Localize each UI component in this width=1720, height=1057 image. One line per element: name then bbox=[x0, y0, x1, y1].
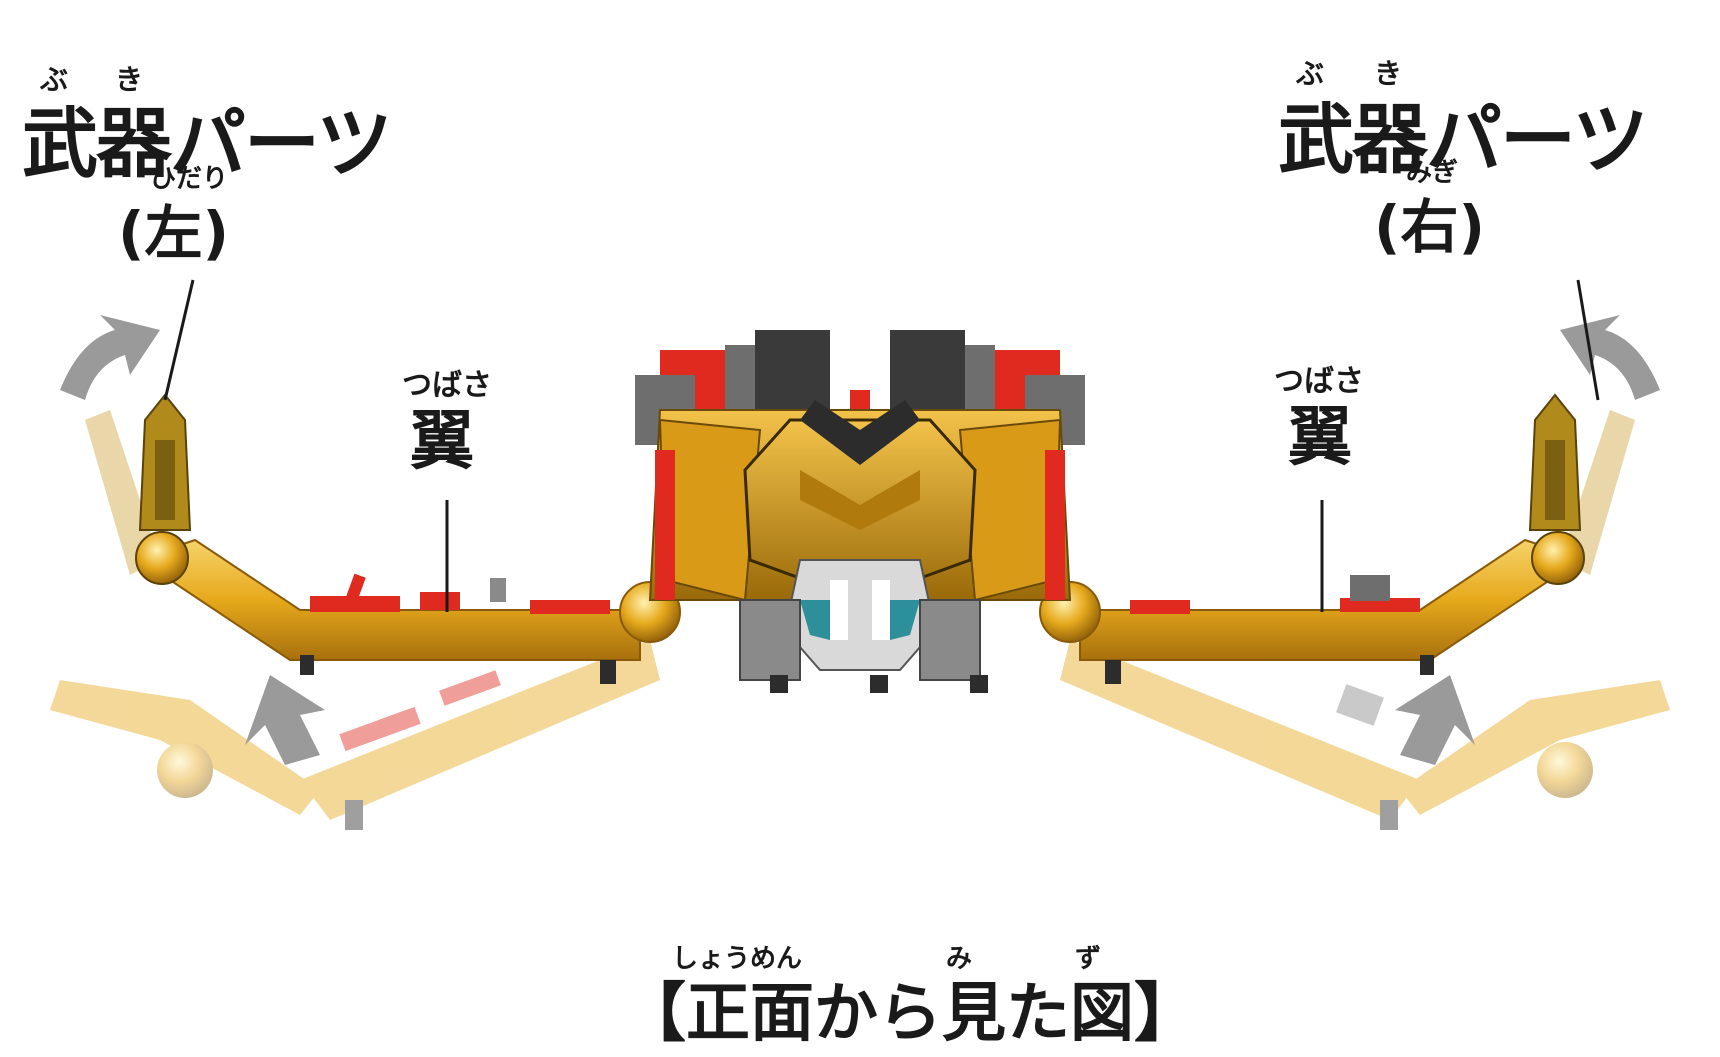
left-weapon-part bbox=[135, 393, 192, 585]
left-lower-arrow-icon bbox=[245, 675, 325, 765]
left-side-ruby: ひだり bbox=[150, 164, 229, 194]
left-wing-folded-ghost bbox=[50, 640, 660, 830]
right-lower-arrow-icon bbox=[1395, 675, 1475, 765]
right-weapon-raised-ghost bbox=[1560, 410, 1635, 575]
caption-ruby-mi: み bbox=[946, 944, 973, 974]
right-weapon-part bbox=[1528, 393, 1585, 585]
left-upper-arrow-icon bbox=[60, 315, 160, 400]
right-weapon-label: 武器パーツ bbox=[1278, 95, 1648, 184]
right-side-ruby: みぎ bbox=[1406, 158, 1459, 188]
right-wing-label: 翼 bbox=[1288, 401, 1352, 475]
right-weapon-ruby-ki: き bbox=[1374, 57, 1403, 90]
caption-ruby-zu: ず bbox=[1075, 944, 1102, 974]
left-weapon-ruby-ki: き bbox=[115, 63, 144, 96]
right-upper-arrow-icon bbox=[1560, 315, 1660, 400]
right-side-label: (右) bbox=[1374, 193, 1486, 261]
left-weapon-raised-ghost bbox=[85, 410, 160, 575]
right-weapon-leader-line bbox=[1576, 279, 1600, 401]
right-weapon-ruby-bu: ぶ bbox=[1296, 57, 1325, 90]
left-wing-label: 翼 bbox=[410, 405, 474, 479]
right-wing bbox=[1079, 538, 1557, 684]
left-weapon-label: 武器パーツ bbox=[22, 99, 392, 188]
robot-body bbox=[619, 330, 1101, 693]
left-weapon-ruby-bu: ぶ bbox=[40, 63, 69, 96]
left-weapon-leader-line bbox=[163, 279, 195, 401]
left-wing bbox=[163, 538, 641, 684]
caption-title: 【正面から見た図】 bbox=[622, 977, 1198, 1051]
left-side-label: (左) bbox=[118, 199, 230, 267]
left-wing-ruby: つばさ bbox=[402, 368, 492, 403]
right-wing-folded-ghost bbox=[1060, 640, 1670, 830]
caption-ruby-shoumen: しょうめん bbox=[672, 944, 803, 974]
right-wing-ruby: つばさ bbox=[1274, 364, 1364, 399]
